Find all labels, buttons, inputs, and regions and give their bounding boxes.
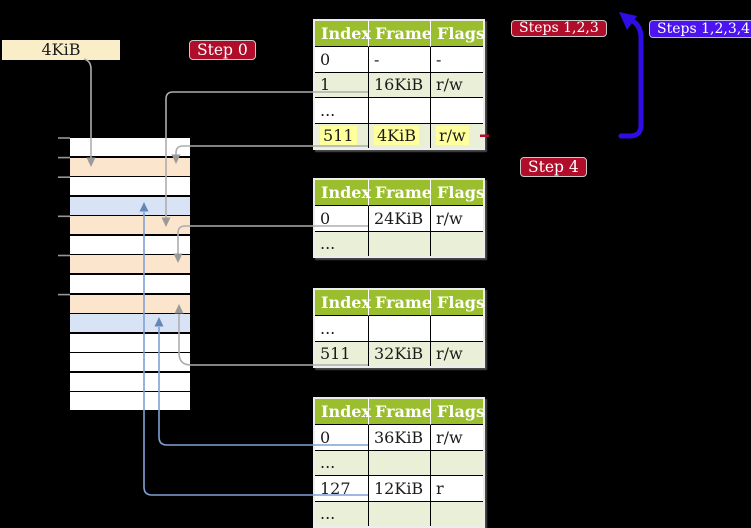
memory-frame-row <box>70 216 190 235</box>
table-cell <box>431 231 483 256</box>
table-cell: r <box>431 476 483 502</box>
step4-badge: Step 4 <box>520 157 587 177</box>
table-header-cell: Frame <box>369 290 432 316</box>
table-cell: 0 <box>315 47 369 73</box>
tlb-skip-arrow <box>618 12 644 139</box>
table-cell: ... <box>315 316 369 342</box>
table-cell <box>431 316 483 342</box>
table-header-cell: Index <box>315 399 371 425</box>
highlighted-value: r/w <box>436 126 469 146</box>
table-cell: 36KiB <box>369 425 431 451</box>
memory-tick-marks <box>58 137 70 296</box>
table-cell: - <box>431 47 483 73</box>
table-cell <box>369 501 431 526</box>
table-cell <box>369 450 431 476</box>
table-cell: 511 <box>315 123 369 148</box>
table-cell: 0 <box>315 425 369 451</box>
table-header-cell: Flags <box>431 180 485 206</box>
table-cell: 32KiB <box>369 341 431 366</box>
table-cell: r/w <box>431 341 483 366</box>
table-header-cell: Index <box>315 290 371 316</box>
frame-size-label-box: 4KiB <box>2 40 120 60</box>
memory-frame-row <box>70 157 190 176</box>
table-cell: 511 <box>315 341 369 366</box>
steps-1234-badge: Steps 1,2,3,4 <box>649 20 751 38</box>
table-cell: ... <box>315 501 369 526</box>
table-cell: ... <box>315 231 369 256</box>
table-cell: 4KiB <box>369 123 431 148</box>
table-cell: ... <box>315 98 369 124</box>
table-cell <box>431 450 483 476</box>
highlighted-value: 511 <box>320 126 357 146</box>
steps-123-badge: Steps 1,2,3 <box>511 20 607 37</box>
memory-frame-row <box>70 274 190 293</box>
memory-frame-row <box>70 294 190 313</box>
table-cell: - <box>369 47 431 73</box>
highlighted-value: 4KiB <box>374 126 420 146</box>
memory-frame-row <box>70 353 190 372</box>
table-cell: 16KiB <box>369 72 431 98</box>
table-cell: r/w <box>431 123 483 148</box>
table-cell <box>369 316 431 342</box>
table-cell: r/w <box>431 72 483 98</box>
table-cell: 1 <box>315 72 369 98</box>
step0-badge: Step 0 <box>189 40 256 60</box>
memory-frame-row <box>70 138 190 156</box>
memory-frame-row <box>70 177 190 196</box>
memory-frame-row <box>70 314 190 333</box>
memory-frame-row <box>70 196 190 215</box>
table-cell: r/w <box>431 206 483 232</box>
table-cell: 12KiB <box>369 476 431 502</box>
table-cell: 24KiB <box>369 206 431 232</box>
memory-frame-row <box>70 255 190 274</box>
table-cell <box>369 98 431 124</box>
memory-frame-row <box>70 392 190 411</box>
table-header-cell: Index <box>315 21 371 47</box>
table-cell <box>369 231 431 256</box>
table-header-cell: Flags <box>431 290 485 316</box>
table-cell <box>431 501 483 526</box>
memory-frame-row <box>70 235 190 254</box>
table-cell: r/w <box>431 425 483 451</box>
table-header-cell: Frame <box>369 399 432 425</box>
table-header-cell: Frame <box>369 180 432 206</box>
table-cell <box>431 98 483 124</box>
memory-frame-row <box>70 333 190 352</box>
table-header-cell: Frame <box>369 21 432 47</box>
table-cell: ... <box>315 450 369 476</box>
memory-frame-row <box>70 372 190 391</box>
table-cell: 0 <box>315 206 369 232</box>
table-header-cell: Index <box>315 180 371 206</box>
table-cell: 127 <box>315 476 369 502</box>
table-header-cell: Flags <box>431 399 485 425</box>
table-header-cell: Flags <box>431 21 485 47</box>
